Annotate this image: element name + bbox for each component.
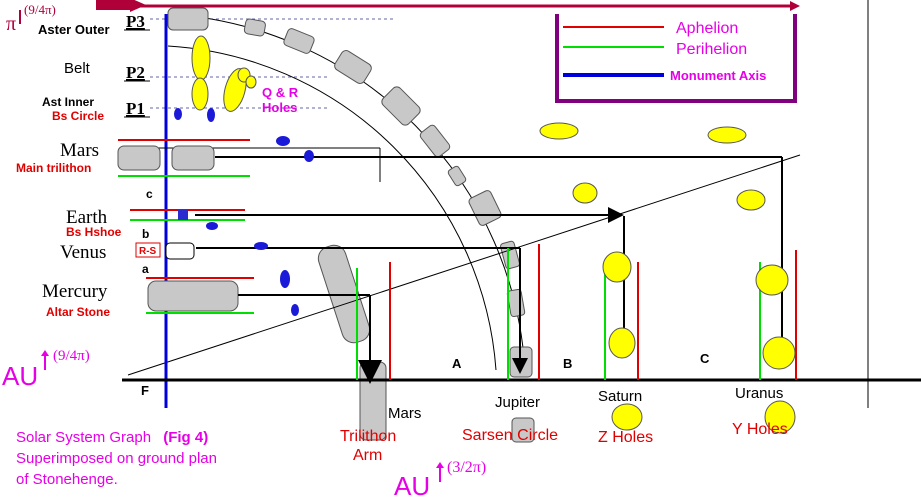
hole <box>245 75 257 89</box>
trilithon-stones <box>317 244 387 441</box>
label-trilithon: Trilithon <box>340 428 396 445</box>
label-qr-line2: Holes <box>262 100 297 115</box>
rs-box <box>135 242 161 258</box>
legend-label-aphelion: Aphelion <box>676 20 738 37</box>
sarsen-stone <box>447 165 467 187</box>
label-p3: P3 <box>126 12 145 31</box>
label-rs: R-S <box>139 246 157 257</box>
label-bs-circle: Bs Circle <box>52 109 104 123</box>
sarsen-stone <box>511 417 535 443</box>
sarsen-stone <box>334 50 372 84</box>
hole <box>764 400 796 434</box>
label-a: a <box>142 262 149 276</box>
label-c: c <box>146 187 153 201</box>
hole <box>736 189 766 211</box>
region-c: C <box>700 351 710 366</box>
hole <box>611 403 643 431</box>
hole <box>755 264 789 296</box>
label-venus: Venus <box>60 242 106 263</box>
hole <box>602 251 632 283</box>
top-arrow <box>96 0 800 12</box>
au-bottom-arrowhead <box>436 462 444 468</box>
sarsen-stone <box>381 86 421 126</box>
caption-title-text: Solar System Graph <box>16 429 151 446</box>
au-left-arrowhead <box>41 350 49 356</box>
legend-label-perihelion: Perihelion <box>676 41 747 58</box>
au-left-exp: (9/4π) <box>53 348 90 364</box>
venus-stone <box>165 242 195 260</box>
label-z-holes: Z Holes <box>598 429 653 446</box>
label-qr-line1: Q & R <box>262 85 299 100</box>
hole <box>206 222 218 230</box>
label-b: b <box>142 227 149 241</box>
label-main-trilithon: Main trilithon <box>16 161 91 175</box>
region-b: B <box>563 356 572 371</box>
caption-line3: of Stonehenge. <box>16 471 118 488</box>
hole <box>291 304 299 316</box>
legend-frame <box>555 14 797 103</box>
label-saturn: Saturn <box>598 388 642 405</box>
caption-title: Solar System Graph (Fig 4) <box>16 429 208 446</box>
sarsen-arc-inner <box>167 45 497 371</box>
sarsen-stone <box>167 7 209 31</box>
label-aster-outer: Aster Outer <box>38 22 110 37</box>
au-bottom: AU <box>394 471 430 501</box>
hole <box>276 136 290 146</box>
orbit-range-bars <box>356 244 797 380</box>
hole <box>191 35 211 81</box>
label-p1: P1 <box>126 99 145 118</box>
hole <box>280 270 290 288</box>
label-jupiter: Jupiter <box>495 394 540 411</box>
label-bs-hshoe: Bs Hshoe <box>66 225 122 239</box>
au-bottom-exp: (3/2π) <box>447 459 486 476</box>
blue-holes <box>174 108 314 316</box>
hole <box>254 242 268 250</box>
hole <box>608 327 636 359</box>
label-f: F <box>141 383 149 398</box>
sarsen-stone <box>468 190 502 226</box>
sarsen-stone <box>243 18 266 37</box>
hole <box>174 108 182 120</box>
legend: Aphelion Perihelion Monument Axis <box>555 14 797 103</box>
label-belt: Belt <box>64 60 91 77</box>
label-sarsen-circle: Sarsen Circle <box>462 427 558 444</box>
caption-line2: Superimposed on ground plan <box>16 450 217 467</box>
hole <box>191 77 209 111</box>
mars-bar <box>117 139 381 182</box>
label-mars-bottom: Mars <box>388 405 421 422</box>
label-uranus: Uranus <box>735 385 783 402</box>
hole <box>572 182 598 204</box>
pi-symbol: π <box>6 13 16 35</box>
hole <box>707 126 747 144</box>
label-arm: Arm <box>353 447 382 464</box>
label-mars: Mars <box>60 140 99 161</box>
au-left: AU <box>2 361 38 391</box>
label-mercury: Mercury <box>42 281 108 302</box>
sarsen-stone <box>283 28 315 54</box>
label-earth: Earth <box>66 207 108 228</box>
sarsen-stones <box>167 7 535 443</box>
hole <box>304 150 314 162</box>
sarsen-stone <box>506 288 526 318</box>
label-y-holes: Y Holes <box>732 421 788 438</box>
mars-drop-arrowhead <box>358 360 382 384</box>
yellow-holes <box>191 35 796 434</box>
sarsen-stone <box>419 124 451 158</box>
earth-marker <box>178 210 188 220</box>
diagonal-line <box>127 154 801 376</box>
label-altar-stone: Altar Stone <box>46 305 110 319</box>
caption-fig: (Fig 4) <box>163 429 208 446</box>
hole <box>762 336 796 370</box>
hole <box>207 108 215 122</box>
legend-label-axis: Monument Axis <box>670 68 766 83</box>
label-p2: P2 <box>126 63 145 82</box>
hole <box>539 122 579 140</box>
label-ast-inner: Ast Inner <box>42 95 94 109</box>
pi-exponent: (9/4π) <box>24 2 56 17</box>
mercury-bar <box>146 277 254 314</box>
region-a: A <box>452 356 462 371</box>
